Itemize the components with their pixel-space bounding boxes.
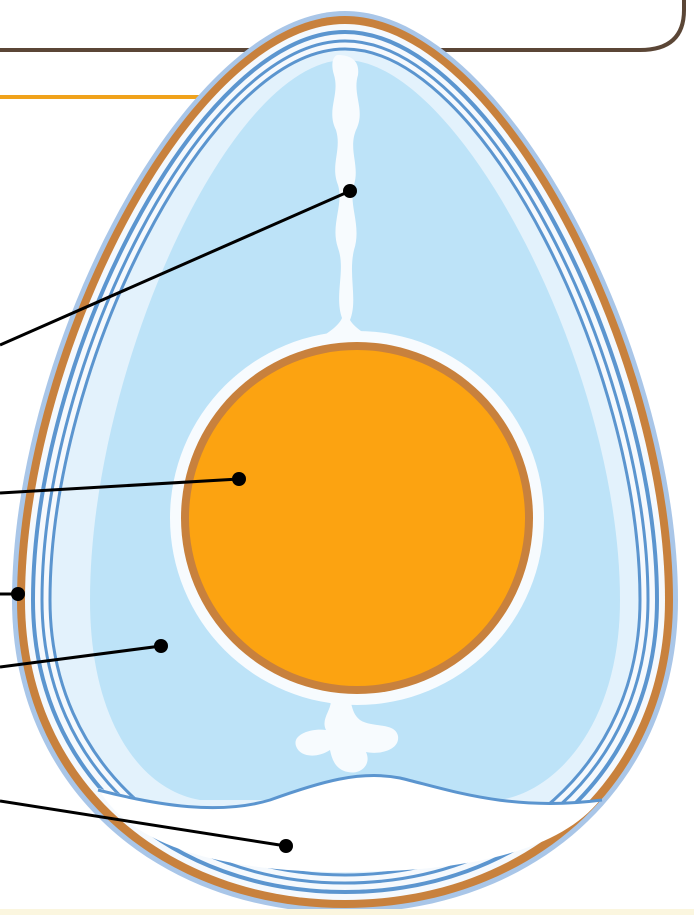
yolk-inner <box>189 350 525 686</box>
leader-dot-yolk <box>232 472 246 486</box>
leader-dot-chalaza <box>343 184 357 198</box>
bottom-strip <box>0 909 694 915</box>
leader-dot-albumen <box>154 639 168 653</box>
leader-dot-air-cell <box>279 839 293 853</box>
leader-dot-shell-membrane <box>11 587 25 601</box>
